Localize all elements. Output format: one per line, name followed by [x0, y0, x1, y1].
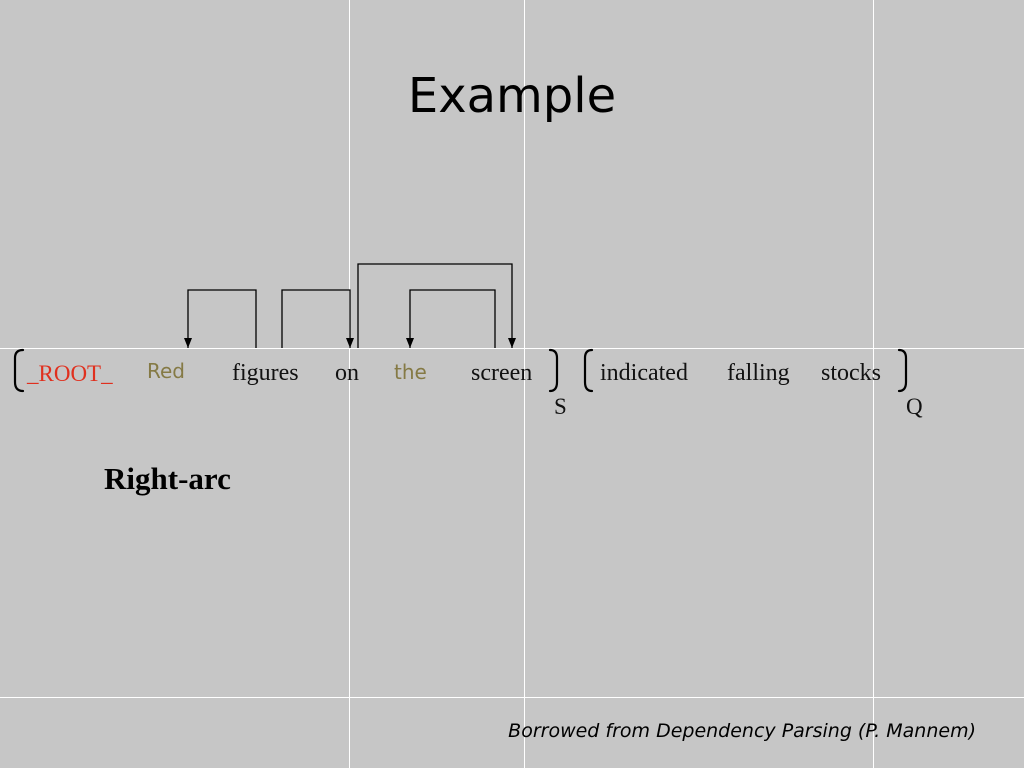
grid-line-v1 — [349, 0, 350, 768]
stack-word-figures: figures — [232, 360, 299, 386]
queue-word-stocks: stocks — [821, 360, 881, 386]
grid-line-v3 — [873, 0, 874, 768]
queue-word-falling: falling — [727, 360, 790, 386]
arc-on-screen — [357, 263, 516, 348]
grid-line-h2 — [0, 697, 1024, 698]
queue-word-indicated: indicated — [600, 360, 688, 386]
stack-word-red: Red — [147, 359, 185, 383]
arc-figures-on — [281, 289, 354, 348]
grid-line-v2 — [524, 0, 525, 768]
stack-bracket-right — [548, 348, 559, 393]
arc-figures-red — [184, 289, 257, 348]
stack-word-the: the — [394, 360, 427, 384]
queue-label: Q — [906, 394, 923, 419]
stack-label: S — [554, 394, 567, 419]
slide-title: Example — [407, 68, 617, 124]
citation-footer: Borrowed from Dependency Parsing (P. Man… — [508, 720, 976, 742]
queue-bracket-right — [897, 348, 908, 393]
stack-bracket-left — [13, 348, 25, 393]
stack-word-root: _ROOT_ — [27, 361, 113, 386]
grid-line-h1 — [0, 348, 1024, 349]
transition-action: Right-arc — [104, 461, 231, 496]
stack-word-screen: screen — [471, 360, 533, 386]
stack-word-on: on — [335, 360, 359, 386]
queue-bracket-left — [583, 348, 594, 393]
arc-screen-the — [406, 289, 496, 348]
